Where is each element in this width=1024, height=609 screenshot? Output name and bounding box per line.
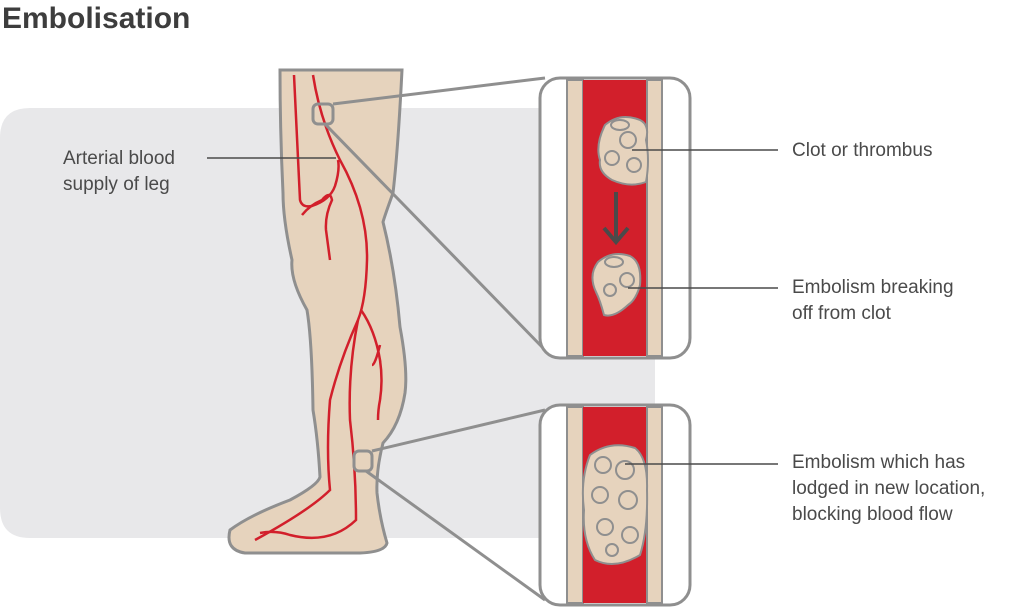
label-embolism-lodged: Embolism which has lodged in new locatio… [792,450,985,528]
label-line: off from clot [792,303,891,324]
zoom-marker-thigh [311,102,335,126]
leg [227,68,408,555]
label-line: Arterial blood [63,148,175,169]
label-line: Embolism breaking [792,277,954,298]
label-line: supply of leg [63,174,170,195]
vessel-panel-bottom [538,403,692,607]
arrow-down-icon [602,192,630,246]
clot [597,115,649,186]
leader-lines [207,149,778,465]
embolus [591,253,642,317]
label-clot: Clot or thrombus [792,138,932,164]
label-line: blocking blood flow [792,504,953,525]
label-embolism-breaking: Embolism breaking off from clot [792,275,954,327]
arteries [254,74,383,542]
vessel-panel-top [538,76,692,360]
label-line: lodged in new location, [792,478,986,499]
page-title: Embolisation [2,2,191,35]
lodged-embolus [581,444,649,565]
zoom-marker-ankle [352,449,374,473]
label-line: Embolism which has [792,452,966,473]
zoom-lines [323,76,547,602]
label-line: Clot or thrombus [792,140,933,161]
label-arterial-blood-supply: Arterial blood supply of leg [63,146,175,198]
